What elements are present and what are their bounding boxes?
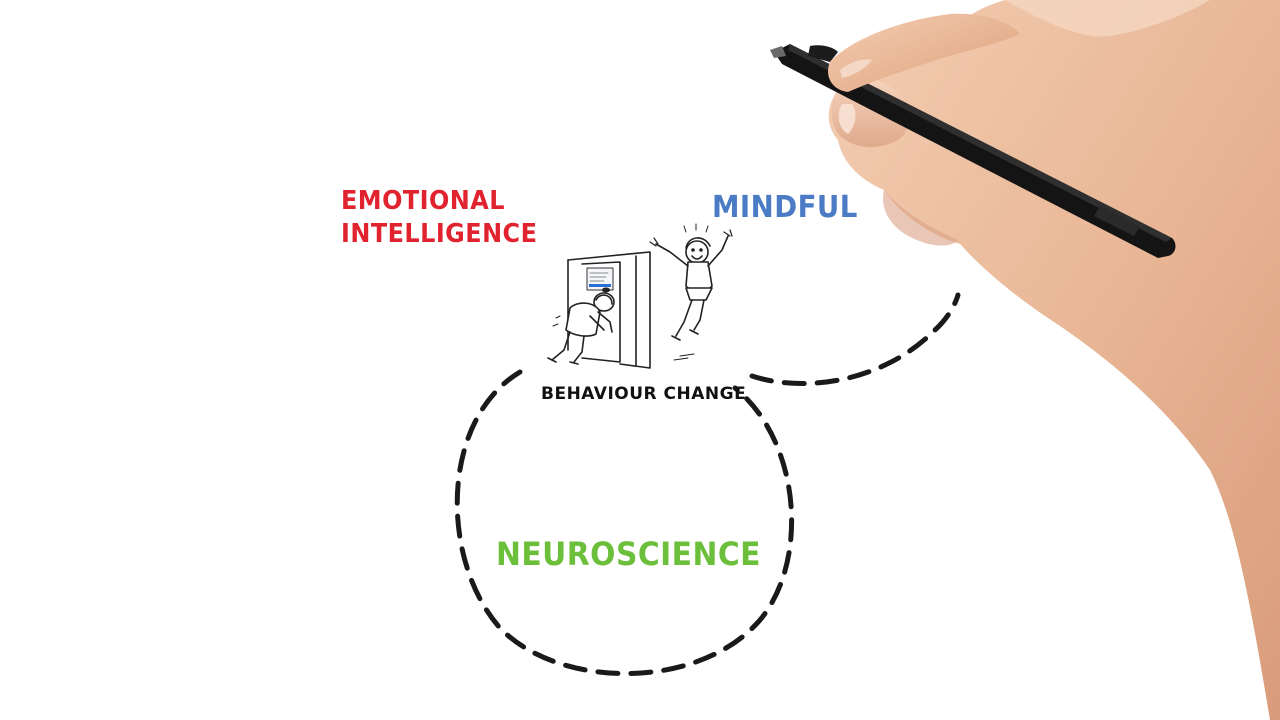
pen-illustration — [770, 44, 1176, 258]
hand-shape — [828, 0, 1280, 720]
behaviour-change-label: BEHAVIOUR CHANGE — [541, 384, 747, 404]
sad-person-illustration — [547, 292, 615, 365]
mindfulness-circle — [749, 292, 961, 386]
emotional-intelligence-line1: EMOTIONAL — [341, 186, 505, 216]
neuroscience-label: NEUROSCIENCE — [496, 535, 761, 573]
door-illustration — [567, 251, 651, 369]
emotional-intelligence-line2: INTELLIGENCE — [341, 219, 538, 249]
neuroscience-circle — [454, 369, 795, 676]
mindfulness-label: MINDFUL — [712, 190, 858, 225]
happy-person-illustration — [649, 223, 733, 361]
emotional-intelligence-label: EMOTIONAL INTELLIGENCE — [341, 185, 537, 251]
